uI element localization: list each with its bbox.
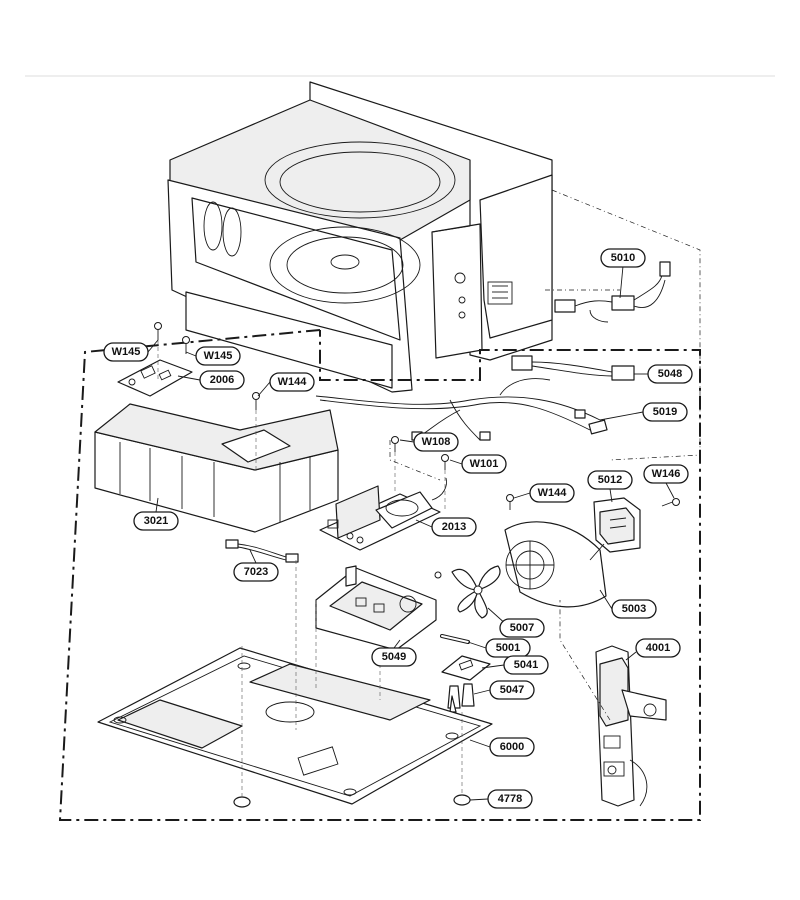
callout-5047: 5047 xyxy=(489,680,535,700)
part-5049-bracket xyxy=(315,565,437,651)
assembly-boundary xyxy=(58,329,701,821)
part-2013-board xyxy=(319,477,447,551)
callout-label: 5047 xyxy=(500,684,524,696)
callout-label: 3021 xyxy=(144,515,168,527)
callout-w145-a: W145 xyxy=(103,342,149,362)
callout-label: 4778 xyxy=(498,793,522,805)
part-2006-pcb xyxy=(117,359,193,397)
part-4001-latch-assembly xyxy=(595,645,667,807)
callout-label: 5010 xyxy=(611,252,635,264)
callout-label: W145 xyxy=(112,346,141,358)
callout-w101: W101 xyxy=(461,454,507,474)
callout-5010: 5010 xyxy=(600,248,646,268)
callout-5049: 5049 xyxy=(371,647,417,667)
callout-label: W144 xyxy=(278,376,308,388)
part-5003-fan-duct xyxy=(504,521,607,608)
callout-2013: 2013 xyxy=(431,517,477,537)
callout-5019: 5019 xyxy=(642,402,688,422)
callout-5007: 5007 xyxy=(499,618,545,638)
callout-4001: 4001 xyxy=(635,638,681,658)
part-5001-shaft xyxy=(440,634,470,644)
callout-5001: 5001 xyxy=(485,638,531,658)
part-5007-fan-blade xyxy=(451,565,501,619)
callout-label: 4001 xyxy=(646,642,670,654)
callout-5041: 5041 xyxy=(503,655,549,675)
callout-w146: W146 xyxy=(643,464,689,484)
callout-label: W144 xyxy=(538,487,568,499)
callout-4778: 4778 xyxy=(487,789,533,809)
callout-label: 2006 xyxy=(210,374,234,386)
part-5047-latches xyxy=(447,683,475,713)
callout-label: 5012 xyxy=(598,474,622,486)
callout-5003: 5003 xyxy=(611,599,657,619)
callout-label: 5019 xyxy=(653,406,677,418)
oven-cavity xyxy=(167,81,553,393)
callout-label: W101 xyxy=(470,458,499,470)
part-7023-cable xyxy=(225,539,299,563)
callout-w144-a: W144 xyxy=(269,372,315,392)
callout-w144-b: W144 xyxy=(529,483,575,503)
part-5019-wire-harness xyxy=(315,378,608,441)
callout-label: 5041 xyxy=(514,659,538,671)
part-5048-connectors xyxy=(511,355,635,381)
callout-label: 7023 xyxy=(244,566,268,578)
callout-6000: 6000 xyxy=(489,737,535,757)
callout-label: 5007 xyxy=(510,622,534,634)
callout-label: 6000 xyxy=(500,741,524,753)
callout-label: 5003 xyxy=(622,603,646,615)
part-5010-harness xyxy=(554,261,671,323)
callout-label: W145 xyxy=(204,350,233,362)
callout-3021: 3021 xyxy=(133,511,179,531)
callout-label: W146 xyxy=(652,468,681,480)
callout-7023: 7023 xyxy=(233,562,279,582)
part-6000-base-plate xyxy=(97,647,493,805)
callout-label: W108 xyxy=(422,436,451,448)
callout-label: 5048 xyxy=(658,368,682,380)
part-5041-switch-plate xyxy=(441,655,491,681)
callout-5012: 5012 xyxy=(587,470,633,490)
screws xyxy=(154,322,680,579)
callout-w108: W108 xyxy=(413,432,459,452)
part-3021-air-duct xyxy=(94,403,339,533)
callout-2006: 2006 xyxy=(199,370,245,390)
callout-5048: 5048 xyxy=(647,364,693,384)
part-5012-motor xyxy=(589,497,641,561)
callout-label: 5001 xyxy=(496,642,520,654)
callout-leaders xyxy=(147,265,675,801)
callout-label: 5049 xyxy=(382,651,406,663)
callout-w145-b: W145 xyxy=(195,346,241,366)
callout-label: 2013 xyxy=(442,521,466,533)
